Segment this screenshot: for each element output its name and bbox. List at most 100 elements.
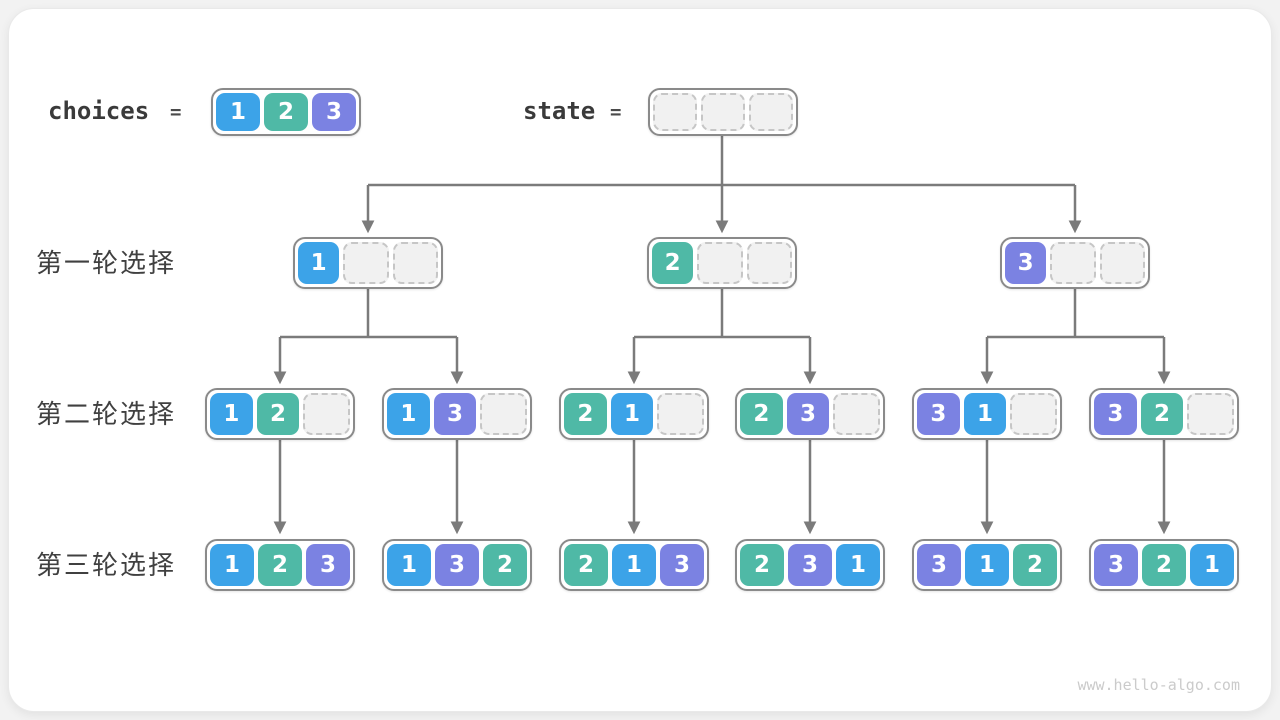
cell-filled: 1 <box>965 544 1009 586</box>
cell-filled: 3 <box>917 544 961 586</box>
tree-node: 1 3 2 <box>382 539 532 591</box>
cell-empty <box>1099 242 1145 284</box>
cell-value: 1 <box>310 250 327 276</box>
cell-value: 2 <box>496 552 513 578</box>
cell-filled: 2 <box>1142 544 1186 586</box>
cell-filled: 2 <box>483 544 527 586</box>
cell-filled: 2 <box>740 544 784 586</box>
cell-value: 2 <box>1026 552 1043 578</box>
cell-value: 1 <box>223 552 240 578</box>
cell-filled: 2 <box>652 242 694 284</box>
cell-empty <box>1010 393 1058 435</box>
cell-empty <box>657 393 705 435</box>
cell-filled: 2 <box>256 393 300 435</box>
cell-empty <box>343 242 389 284</box>
choices-array: 1 2 3 <box>211 88 361 136</box>
cell-value: 3 <box>801 552 818 578</box>
cell-filled: 1 <box>963 393 1007 435</box>
cell-filled: 2 <box>564 544 608 586</box>
cell-filled: 2 <box>564 393 607 435</box>
cell-value: 1 <box>1203 552 1220 578</box>
cell-empty <box>833 393 881 435</box>
cell-empty <box>303 393 351 435</box>
cell-filled: 1 <box>210 393 253 435</box>
cell-filled: 2 <box>1013 544 1057 586</box>
cell-value: 2 <box>271 552 288 578</box>
cell-empty <box>697 242 743 284</box>
row-label-round-2: 第二轮选择 <box>36 399 177 429</box>
cell-value: 1 <box>400 552 417 578</box>
cell-value: 1 <box>625 552 642 578</box>
cell-value: 2 <box>1154 401 1171 427</box>
cell-filled: 3 <box>788 544 832 586</box>
cell-empty <box>653 93 697 131</box>
cell-value: 2 <box>270 401 287 427</box>
cell-value: 3 <box>1107 401 1124 427</box>
tree-node: 2 <box>647 237 797 289</box>
cell-filled: 3 <box>312 93 356 131</box>
cell-filled: 3 <box>917 393 960 435</box>
cell-filled: 1 <box>1190 544 1234 586</box>
cell-filled: 3 <box>433 393 477 435</box>
cell-value: 3 <box>673 552 690 578</box>
tree-node: 1 <box>293 237 443 289</box>
cell-value: 3 <box>1017 250 1034 276</box>
cell-empty <box>1187 393 1235 435</box>
diagram-card <box>8 8 1272 712</box>
cell-value: 2 <box>1155 552 1172 578</box>
cell-value: 3 <box>1107 552 1124 578</box>
cell-value: 1 <box>400 401 417 427</box>
cell-value: 1 <box>229 99 246 125</box>
cell-value: 3 <box>930 401 947 427</box>
cell-filled: 3 <box>306 544 350 586</box>
row-label-round-1: 第一轮选择 <box>36 248 177 278</box>
cell-filled: 1 <box>216 93 260 131</box>
cell-empty <box>746 242 792 284</box>
cell-filled: 2 <box>740 393 783 435</box>
cell-filled: 1 <box>298 242 340 284</box>
cell-value: 3 <box>930 552 947 578</box>
tree-node: 3 <box>1000 237 1150 289</box>
cell-value: 2 <box>577 401 594 427</box>
cell-value: 3 <box>325 99 342 125</box>
state-array <box>648 88 798 136</box>
cell-filled: 3 <box>435 544 479 586</box>
cell-value: 2 <box>577 552 594 578</box>
cell-empty <box>392 242 438 284</box>
cell-filled: 1 <box>610 393 654 435</box>
cell-value: 1 <box>849 552 866 578</box>
cell-filled: 3 <box>1094 393 1137 435</box>
watermark: www.hello-algo.com <box>1077 676 1240 694</box>
cell-value: 3 <box>319 552 336 578</box>
cell-value: 2 <box>664 250 681 276</box>
choices-equals-sign: = <box>170 101 182 123</box>
cell-value: 3 <box>448 552 465 578</box>
cell-value: 1 <box>624 401 641 427</box>
cell-filled: 1 <box>836 544 880 586</box>
row-label-round-3: 第三轮选择 <box>36 550 177 580</box>
cell-filled: 1 <box>210 544 254 586</box>
tree-node: 3 1 2 <box>912 539 1062 591</box>
cell-filled: 1 <box>387 544 431 586</box>
cell-filled: 2 <box>264 93 308 131</box>
cell-value: 2 <box>277 99 294 125</box>
cell-value: 1 <box>223 401 240 427</box>
cell-value: 2 <box>753 401 770 427</box>
cell-filled: 3 <box>660 544 704 586</box>
cell-filled: 3 <box>786 393 830 435</box>
cell-value: 1 <box>977 401 994 427</box>
state-label: state <box>523 97 596 125</box>
cell-value: 1 <box>978 552 995 578</box>
choices-label: choices <box>48 97 150 125</box>
cell-empty <box>480 393 528 435</box>
cell-filled: 3 <box>1005 242 1047 284</box>
tree-node: 1 2 3 <box>205 539 355 591</box>
state-equals-sign: = <box>610 101 622 123</box>
cell-filled: 2 <box>258 544 302 586</box>
